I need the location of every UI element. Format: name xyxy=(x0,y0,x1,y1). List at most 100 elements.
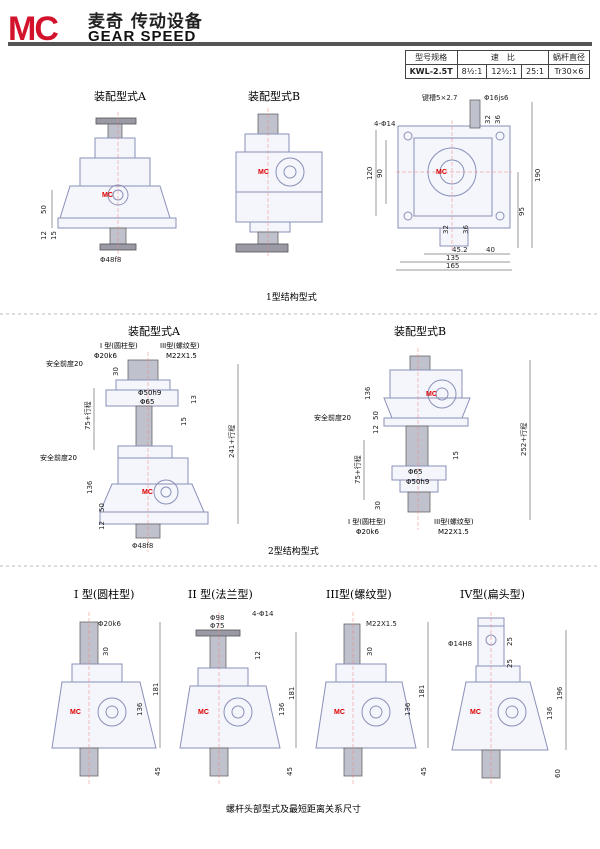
svg-text:Φ65: Φ65 xyxy=(408,468,422,476)
svg-text:136: 136 xyxy=(546,706,554,720)
svg-text:181: 181 xyxy=(288,687,296,700)
svg-text:M22X1.5: M22X1.5 xyxy=(438,528,469,536)
svg-text:12: 12 xyxy=(372,425,380,434)
svg-text:32: 32 xyxy=(442,225,450,234)
svg-text:95: 95 xyxy=(518,207,526,216)
svg-text:252+行程: 252+行程 xyxy=(519,423,528,456)
svg-text:MC: MC xyxy=(198,709,209,716)
svg-text:75+行程: 75+行程 xyxy=(353,455,362,484)
s2-assembly-b: MC 136 50 12 15 252+行程 75+行程 安全前度20 Φ65 … xyxy=(314,348,531,536)
s1-side-view: MC 键槽5×2.7 Φ16js6 4-Φ14 32 36 90 120 190… xyxy=(366,93,542,271)
svg-text:136: 136 xyxy=(364,386,372,400)
s1-caption: 1型结构型式 xyxy=(266,291,317,303)
spec-table: 型号规格 速 比 蜗杆直径 KWL-2.5T 8½:1 12½:1 25:1 T… xyxy=(404,50,590,79)
svg-text:75+行程: 75+行程 xyxy=(83,401,92,430)
svg-text:MC: MC xyxy=(258,169,269,176)
svg-text:60: 60 xyxy=(554,769,562,778)
s3-caption: 螺杆头部型式及最短距离关系尺寸 xyxy=(226,803,361,815)
brand-name-cn: 麦奇 传动设备 xyxy=(88,12,203,32)
svg-text:Φ20k6: Φ20k6 xyxy=(94,352,117,360)
svg-text:25: 25 xyxy=(506,637,514,646)
svg-text:键槽5×2.7: 键槽5×2.7 xyxy=(422,93,457,102)
svg-text:90: 90 xyxy=(376,169,384,178)
svg-text:Φ65: Φ65 xyxy=(140,398,154,406)
svg-text:136: 136 xyxy=(404,702,412,716)
svg-text:MC: MC xyxy=(436,169,447,176)
svg-text:MC: MC xyxy=(70,709,81,716)
svg-text:MC: MC xyxy=(102,192,113,199)
svg-text:12: 12 xyxy=(254,651,262,660)
s2-caption: 2型结构型式 xyxy=(268,545,319,557)
svg-text:Φ16js6: Φ16js6 xyxy=(484,94,509,102)
svg-text:Φ75: Φ75 xyxy=(210,622,224,630)
svg-text:III型(螺纹型): III型(螺纹型) xyxy=(326,587,392,601)
svg-text:12: 12 xyxy=(40,231,48,240)
svg-text:181: 181 xyxy=(418,685,426,698)
s3-type-2: II 型(法兰型) MC Φ98 Φ75 4-Φ14 12 181 136 45 xyxy=(179,587,297,786)
svg-text:30: 30 xyxy=(102,647,110,656)
s3-type-1: I 型(圆柱型) MC Φ20k6 30 181 136 45 xyxy=(51,587,162,786)
svg-text:4-Φ14: 4-Φ14 xyxy=(374,120,396,128)
spec-model: KWL-2.5T xyxy=(404,64,458,79)
svg-text:安全前度20: 安全前度20 xyxy=(314,413,351,422)
svg-text:Φ20k6: Φ20k6 xyxy=(356,528,379,536)
svg-text:25: 25 xyxy=(506,659,514,668)
s1-assembly-b: MC xyxy=(235,108,323,258)
svg-text:Φ20k6: Φ20k6 xyxy=(98,620,121,628)
svg-text:安全前度20: 安全前度20 xyxy=(40,453,77,462)
svg-text:IV型(扁头型): IV型(扁头型) xyxy=(460,587,525,601)
svg-text:30: 30 xyxy=(112,367,120,376)
svg-text:II 型(法兰型): II 型(法兰型) xyxy=(188,587,253,601)
svg-text:36: 36 xyxy=(462,225,470,234)
svg-text:136: 136 xyxy=(86,480,94,494)
svg-text:MC: MC xyxy=(334,709,345,716)
svg-text:45: 45 xyxy=(154,767,162,776)
brand-name-en: GEAR SPEED xyxy=(88,28,197,45)
svg-text:Φ48f8: Φ48f8 xyxy=(132,542,153,550)
svg-text:Φ98: Φ98 xyxy=(210,614,224,622)
s1-title-b: 装配型式B xyxy=(248,89,300,103)
s2-title-a: 装配型式A xyxy=(128,324,181,338)
svg-text:I 型(圆柱型): I 型(圆柱型) xyxy=(74,587,134,601)
header-rule xyxy=(8,42,592,46)
svg-text:120: 120 xyxy=(366,167,374,180)
svg-text:30: 30 xyxy=(366,647,374,656)
svg-text:190: 190 xyxy=(534,169,542,182)
s1-assembly-a: MC 50 12 15 Φ48f8 xyxy=(40,112,177,264)
mc-logo-icon: MC xyxy=(8,10,60,44)
s2-title-b: 装配型式B xyxy=(394,324,446,338)
svg-text:MC: MC xyxy=(426,391,437,398)
s3-type-3: III型(螺纹型) MC M22X1.5 30 181 136 45 xyxy=(315,587,429,786)
svg-text:M22X1.5: M22X1.5 xyxy=(166,352,197,360)
svg-text:安全前度20: 安全前度20 xyxy=(46,359,83,368)
svg-text:30: 30 xyxy=(374,501,382,510)
svg-text:45.2: 45.2 xyxy=(452,246,468,254)
s3-type-4: IV型(扁头型) MC Φ14H8 25 25 196 136 60 xyxy=(448,587,567,786)
svg-text:MC: MC xyxy=(470,709,481,716)
svg-text:45: 45 xyxy=(420,767,428,776)
s1-title-a: 装配型式A xyxy=(94,89,147,103)
svg-text:MC: MC xyxy=(8,10,58,44)
svg-text:15: 15 xyxy=(180,417,188,426)
svg-text:Φ48f8: Φ48f8 xyxy=(100,256,121,264)
svg-text:I 型(圆柱型): I 型(圆柱型) xyxy=(348,517,386,526)
svg-text:4-Φ14: 4-Φ14 xyxy=(252,610,274,618)
svg-text:50: 50 xyxy=(372,411,380,420)
spec-worm-diameter: Tr30×6 xyxy=(548,64,590,79)
s2-assembly-a: MC I 型(圆柱型) III型(螺纹型) Φ20k6 M22X1.5 安全前度… xyxy=(40,341,239,552)
svg-text:135: 135 xyxy=(446,254,459,262)
spec-ratio-1: 8½:1 xyxy=(456,64,488,79)
svg-text:13: 13 xyxy=(190,395,198,404)
svg-text:36: 36 xyxy=(494,115,502,124)
svg-text:136: 136 xyxy=(136,702,144,716)
svg-text:I 型(圆柱型): I 型(圆柱型) xyxy=(100,341,138,350)
svg-text:165: 165 xyxy=(446,262,459,270)
svg-text:M22X1.5: M22X1.5 xyxy=(366,620,397,628)
svg-text:50: 50 xyxy=(40,205,48,214)
svg-text:181: 181 xyxy=(152,683,160,696)
svg-text:12: 12 xyxy=(98,521,106,530)
spec-ratio-2: 12½:1 xyxy=(486,64,523,79)
svg-text:196: 196 xyxy=(556,686,564,700)
svg-text:241+行程: 241+行程 xyxy=(227,425,236,458)
